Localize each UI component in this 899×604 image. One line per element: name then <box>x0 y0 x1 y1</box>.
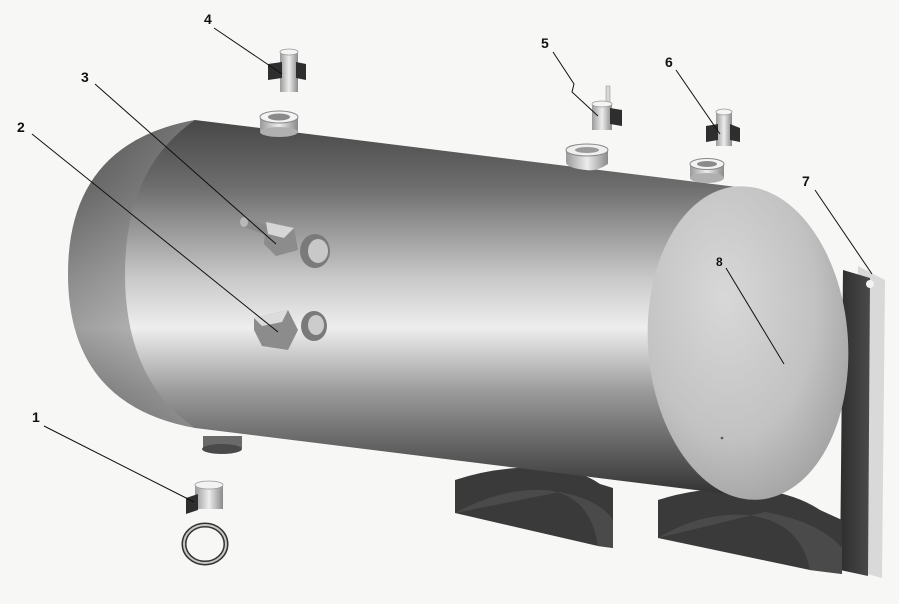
callout-label-3: 3 <box>81 69 89 85</box>
callout-label-5: 5 <box>541 35 549 51</box>
end-cap-mark <box>720 436 724 440</box>
callout-label-2: 2 <box>17 119 25 135</box>
callout-label-1: 1 <box>32 409 40 425</box>
leader-line-5 <box>552 51 599 117</box>
fitting-1-part <box>181 480 229 566</box>
fitting-5-part <box>591 85 622 130</box>
top-nozzle-oval <box>565 143 609 171</box>
callout-label-8: 8 <box>716 255 723 269</box>
plate-hole-top <box>866 280 874 288</box>
side-fitting-upper <box>240 217 330 268</box>
support-saddle-right <box>658 488 842 574</box>
support-saddle-left <box>455 467 613 548</box>
callout-label-4: 4 <box>204 11 212 27</box>
leader-line-6 <box>675 69 721 135</box>
leader-line-8 <box>725 267 785 365</box>
fitting-6-part <box>706 108 740 146</box>
leader-lines <box>31 27 873 503</box>
top-nozzle-right <box>689 158 725 183</box>
leader-line-4 <box>213 27 283 75</box>
callout-label-7: 7 <box>802 173 810 189</box>
end-cap <box>647 186 849 500</box>
tank-body <box>68 120 760 498</box>
bottom-nozzle <box>202 436 242 454</box>
top-nozzle-left <box>259 110 299 137</box>
fitting-4-part <box>268 48 306 92</box>
callout-label-6: 6 <box>665 54 673 70</box>
leader-line-2 <box>31 133 279 333</box>
leader-line-1 <box>43 425 195 503</box>
leader-line-3 <box>94 83 277 245</box>
leader-line-7 <box>814 189 873 275</box>
